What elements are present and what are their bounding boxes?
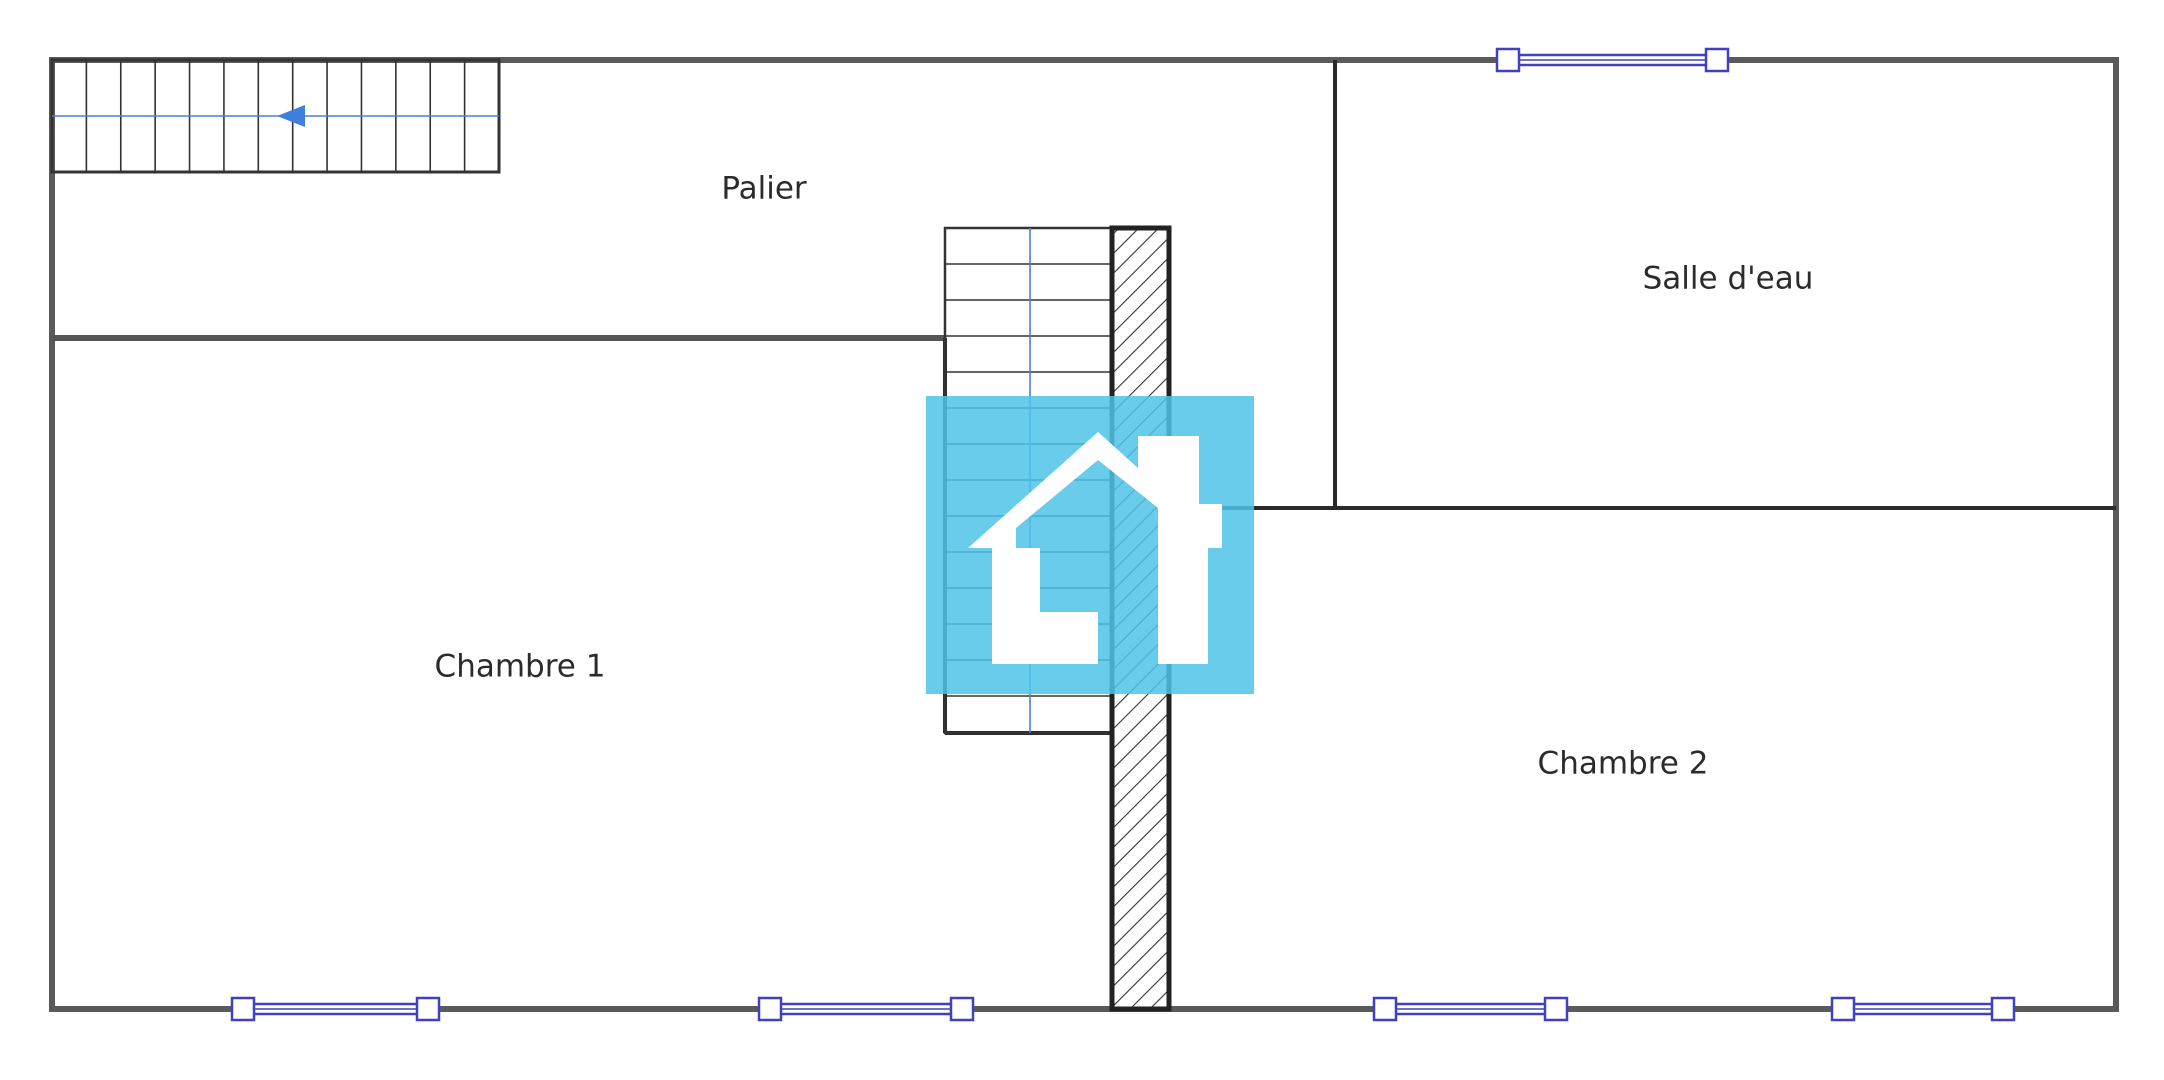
room-label-palier: Palier xyxy=(721,171,807,207)
window-jamb xyxy=(1990,996,2016,1022)
room-label-chambre-1: Chambre 1 xyxy=(435,649,606,685)
logo-house-outline xyxy=(968,432,1222,664)
window-jamb xyxy=(1495,47,1521,73)
window xyxy=(1372,996,1569,1022)
window xyxy=(1495,47,1730,73)
room-label-chambre-2: Chambre 2 xyxy=(1538,746,1709,782)
window-jamb xyxy=(1372,996,1398,1022)
window xyxy=(757,996,975,1022)
room-labels: Palier Salle d'eau Chambre 1 Chambre 2 xyxy=(435,171,1814,782)
window-jamb xyxy=(757,996,783,1022)
window-jamb xyxy=(415,996,441,1022)
window-jamb xyxy=(1543,996,1569,1022)
house-logo-icon xyxy=(926,396,1254,694)
window xyxy=(230,996,441,1022)
stair-direction-arrow-icon xyxy=(277,105,305,127)
window-jamb xyxy=(949,996,975,1022)
logo-house-inner-line xyxy=(1006,437,1142,524)
outer-walls xyxy=(49,57,2119,1012)
window-jamb xyxy=(1830,996,1856,1022)
window-jamb xyxy=(1704,47,1730,73)
room-label-salle-deau: Salle d'eau xyxy=(1643,261,1814,297)
stair-top-left xyxy=(50,58,501,174)
window xyxy=(1830,996,2016,1022)
windows xyxy=(230,47,2016,1022)
window-jamb xyxy=(230,996,256,1022)
